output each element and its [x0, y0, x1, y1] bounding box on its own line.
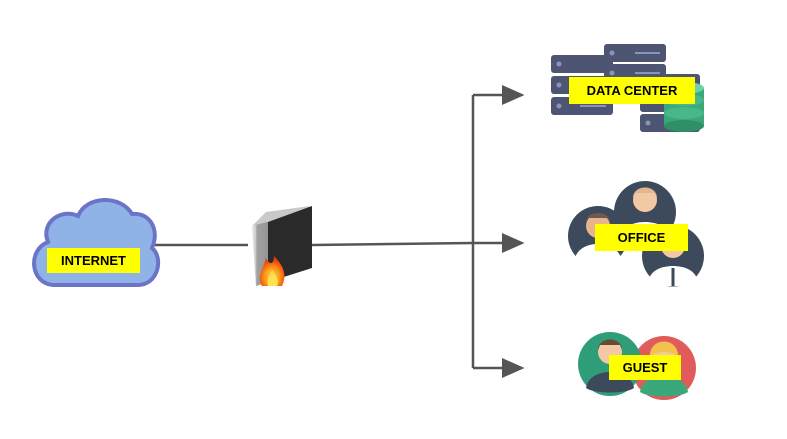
internet-label: INTERNET — [47, 248, 140, 273]
guest-label: GUEST — [609, 355, 681, 380]
office-label: OFFICE — [595, 224, 688, 251]
firewall-icon — [252, 206, 312, 286]
datacenter-label: DATA CENTER — [569, 77, 695, 104]
connector-lines — [155, 85, 525, 378]
firewall-hub-line — [311, 241, 474, 247]
